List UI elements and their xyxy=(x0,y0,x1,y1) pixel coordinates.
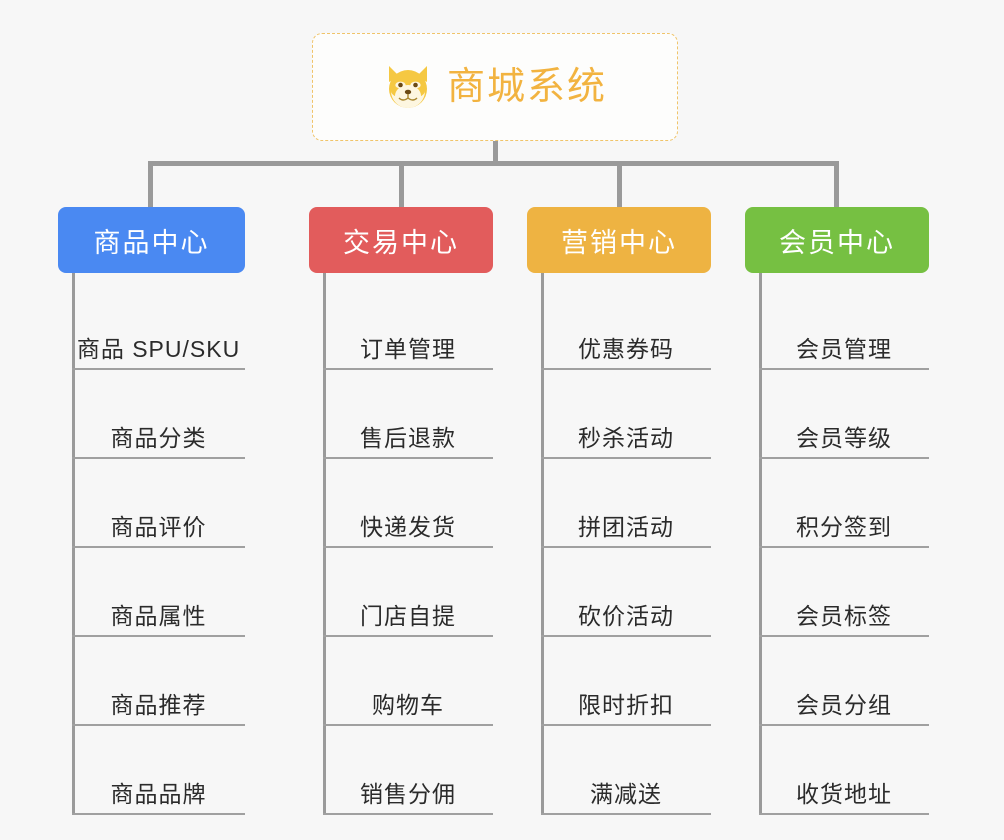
leaf-item[interactable]: 满减送 xyxy=(541,726,711,815)
leaf-item[interactable]: 快递发货 xyxy=(323,459,493,548)
leaf-item[interactable]: 订单管理 xyxy=(323,281,493,370)
leaf-item-label: 拼团活动 xyxy=(578,514,674,540)
leaf-item[interactable]: 售后退款 xyxy=(323,370,493,459)
leaf-item-label: 商品评价 xyxy=(110,514,207,540)
leaf-item[interactable]: 购物车 xyxy=(323,637,493,726)
connector-drop-3 xyxy=(617,161,622,207)
leaf-item[interactable]: 商品品牌 xyxy=(72,726,245,815)
category-column-1: 商品中心商品 SPU/SKU 商品分类商品评价商品属性商品推荐商品品牌 xyxy=(58,207,245,815)
leaf-item-label: 订单管理 xyxy=(360,336,456,362)
leaf-item-label: 商品推荐 xyxy=(110,692,207,718)
root-node[interactable]: 商城系统 xyxy=(312,33,678,141)
leaf-item-label: 积分签到 xyxy=(796,514,892,540)
category-column-2: 交易中心订单管理售后退款快递发货门店自提购物车销售分佣 xyxy=(309,207,493,815)
leaf-item[interactable]: 会员分组 xyxy=(759,637,929,726)
leaf-item-label: 砍价活动 xyxy=(578,603,674,629)
leaf-list-2: 订单管理售后退款快递发货门店自提购物车销售分佣 xyxy=(309,273,493,815)
leaf-item-label: 商品 SPU/SKU xyxy=(76,336,241,362)
leaf-item[interactable]: 商品分类 xyxy=(72,370,245,459)
leaf-item[interactable]: 商品属性 xyxy=(72,548,245,637)
leaf-item[interactable]: 商品 SPU/SKU xyxy=(72,281,245,370)
leaf-item[interactable]: 秒杀活动 xyxy=(541,370,711,459)
leaf-item-label: 会员等级 xyxy=(796,425,892,451)
leaf-item-label: 优惠券码 xyxy=(578,336,674,362)
leaf-item-label: 满减送 xyxy=(590,781,662,807)
leaf-item-label: 销售分佣 xyxy=(360,781,456,807)
leaf-item[interactable]: 限时折扣 xyxy=(541,637,711,726)
leaf-item[interactable]: 门店自提 xyxy=(323,548,493,637)
leaf-item-label: 商品属性 xyxy=(110,603,207,629)
leaf-list-1: 商品 SPU/SKU 商品分类商品评价商品属性商品推荐商品品牌 xyxy=(58,273,245,815)
leaf-item[interactable]: 会员管理 xyxy=(759,281,929,370)
category-title: 交易中心 xyxy=(343,227,459,258)
leaf-item[interactable]: 拼团活动 xyxy=(541,459,711,548)
leaf-list-4: 会员管理会员等级积分签到会员标签会员分组收货地址 xyxy=(745,273,929,815)
leaf-item[interactable]: 优惠券码 xyxy=(541,281,711,370)
leaf-item[interactable]: 商品评价 xyxy=(72,459,245,548)
category-box-1[interactable]: 商品中心 xyxy=(58,207,245,273)
connector-drop-4 xyxy=(834,161,839,207)
leaf-item[interactable]: 销售分佣 xyxy=(323,726,493,815)
leaf-item-label: 会员标签 xyxy=(796,603,892,629)
leaf-item[interactable]: 砍价活动 xyxy=(541,548,711,637)
shiba-dog-icon xyxy=(388,66,427,108)
leaf-item-label: 收货地址 xyxy=(796,781,892,807)
leaf-item-label: 商品品牌 xyxy=(110,781,207,807)
category-column-3: 营销中心优惠券码秒杀活动拼团活动砍价活动限时折扣满减送 xyxy=(527,207,711,815)
connector-root-stem xyxy=(493,141,498,166)
category-title: 会员中心 xyxy=(779,227,895,258)
leaf-item-label: 售后退款 xyxy=(360,425,456,451)
leaf-item-label: 限时折扣 xyxy=(578,692,674,718)
category-title: 营销中心 xyxy=(561,227,677,258)
category-column-4: 会员中心会员管理会员等级积分签到会员标签会员分组收货地址 xyxy=(745,207,929,815)
leaf-item-label: 会员管理 xyxy=(796,336,892,362)
root-title: 商城系统 xyxy=(446,66,607,108)
connector-horizontal-bus xyxy=(148,161,834,166)
connector-drop-1 xyxy=(148,161,153,207)
connector-drop-2 xyxy=(399,161,404,207)
leaf-item[interactable]: 会员等级 xyxy=(759,370,929,459)
leaf-item-label: 购物车 xyxy=(372,692,444,718)
leaf-item-label: 秒杀活动 xyxy=(578,425,674,451)
leaf-item[interactable]: 积分签到 xyxy=(759,459,929,548)
leaf-item-label: 快递发货 xyxy=(360,514,456,540)
leaf-item-label: 会员分组 xyxy=(796,692,892,718)
leaf-item-label: 门店自提 xyxy=(360,603,456,629)
leaf-item[interactable]: 会员标签 xyxy=(759,548,929,637)
category-title: 商品中心 xyxy=(93,227,210,258)
leaf-item[interactable]: 收货地址 xyxy=(759,726,929,815)
leaf-list-3: 优惠券码秒杀活动拼团活动砍价活动限时折扣满减送 xyxy=(527,273,711,815)
leaf-item[interactable]: 商品推荐 xyxy=(72,637,245,726)
category-box-2[interactable]: 交易中心 xyxy=(309,207,493,273)
category-box-4[interactable]: 会员中心 xyxy=(745,207,929,273)
leaf-item-label: 商品分类 xyxy=(110,425,207,451)
category-box-3[interactable]: 营销中心 xyxy=(527,207,711,273)
